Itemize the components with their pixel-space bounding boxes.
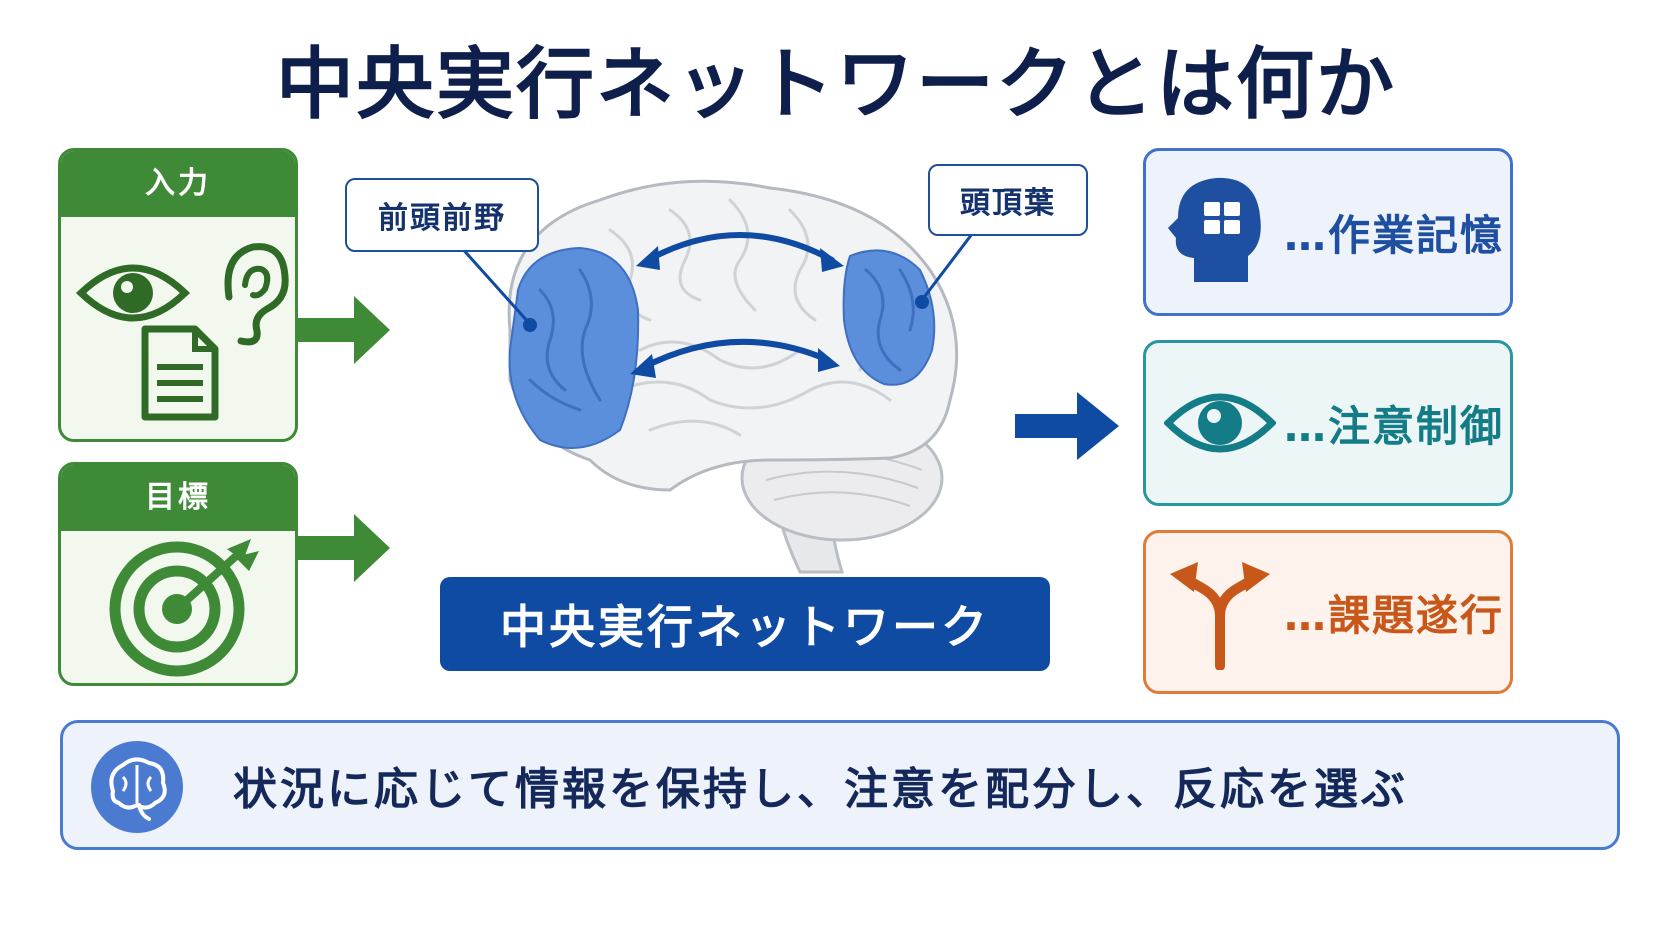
- parietal-label: 頭頂葉: [928, 164, 1088, 236]
- input-card-header: 入力: [61, 151, 295, 217]
- page-title: 中央実行ネットワークとは何か: [275, 40, 1396, 130]
- working-memory-card: …作業記憶: [1143, 148, 1513, 316]
- brain-illustration: [507, 179, 959, 574]
- head-icon: [1168, 177, 1261, 282]
- summary-bar: 状況に応じて情報を保持し、注意を配分し、反応を選ぶ: [60, 720, 1620, 850]
- goal-card-header: 目標: [61, 465, 295, 531]
- target-icon: [109, 539, 259, 677]
- eye-icon: [75, 264, 191, 322]
- goal-card: 目標: [58, 462, 298, 686]
- output-arrow: [1015, 392, 1119, 460]
- working-memory-label: …作業記憶: [1284, 210, 1505, 260]
- prefrontal-label: 前頭前野: [345, 178, 539, 252]
- prefrontal-pointer-line: [458, 244, 532, 326]
- task-execution-label: …課題遂行: [1284, 590, 1505, 640]
- input-arrow: [298, 296, 390, 364]
- input-icons: [75, 243, 289, 421]
- brain-icon: [91, 741, 183, 833]
- network-label: 中央実行ネットワーク: [440, 577, 1050, 671]
- fork-arrow-icon: [1170, 562, 1270, 670]
- ear-icon: [224, 243, 289, 346]
- document-icon: [141, 325, 219, 421]
- summary-text: 状況に応じて情報を保持し、注意を配分し、反応を選ぶ: [233, 764, 1408, 815]
- attention-control-label: …注意制御: [1284, 401, 1505, 451]
- goal-arrow: [298, 514, 390, 582]
- parietal-pointer-line: [920, 233, 974, 301]
- task-execution-card: …課題遂行: [1143, 530, 1513, 694]
- attention-control-card: …注意制御: [1143, 340, 1513, 506]
- input-card: 入力: [58, 148, 298, 442]
- eye-icon: [1164, 393, 1276, 453]
